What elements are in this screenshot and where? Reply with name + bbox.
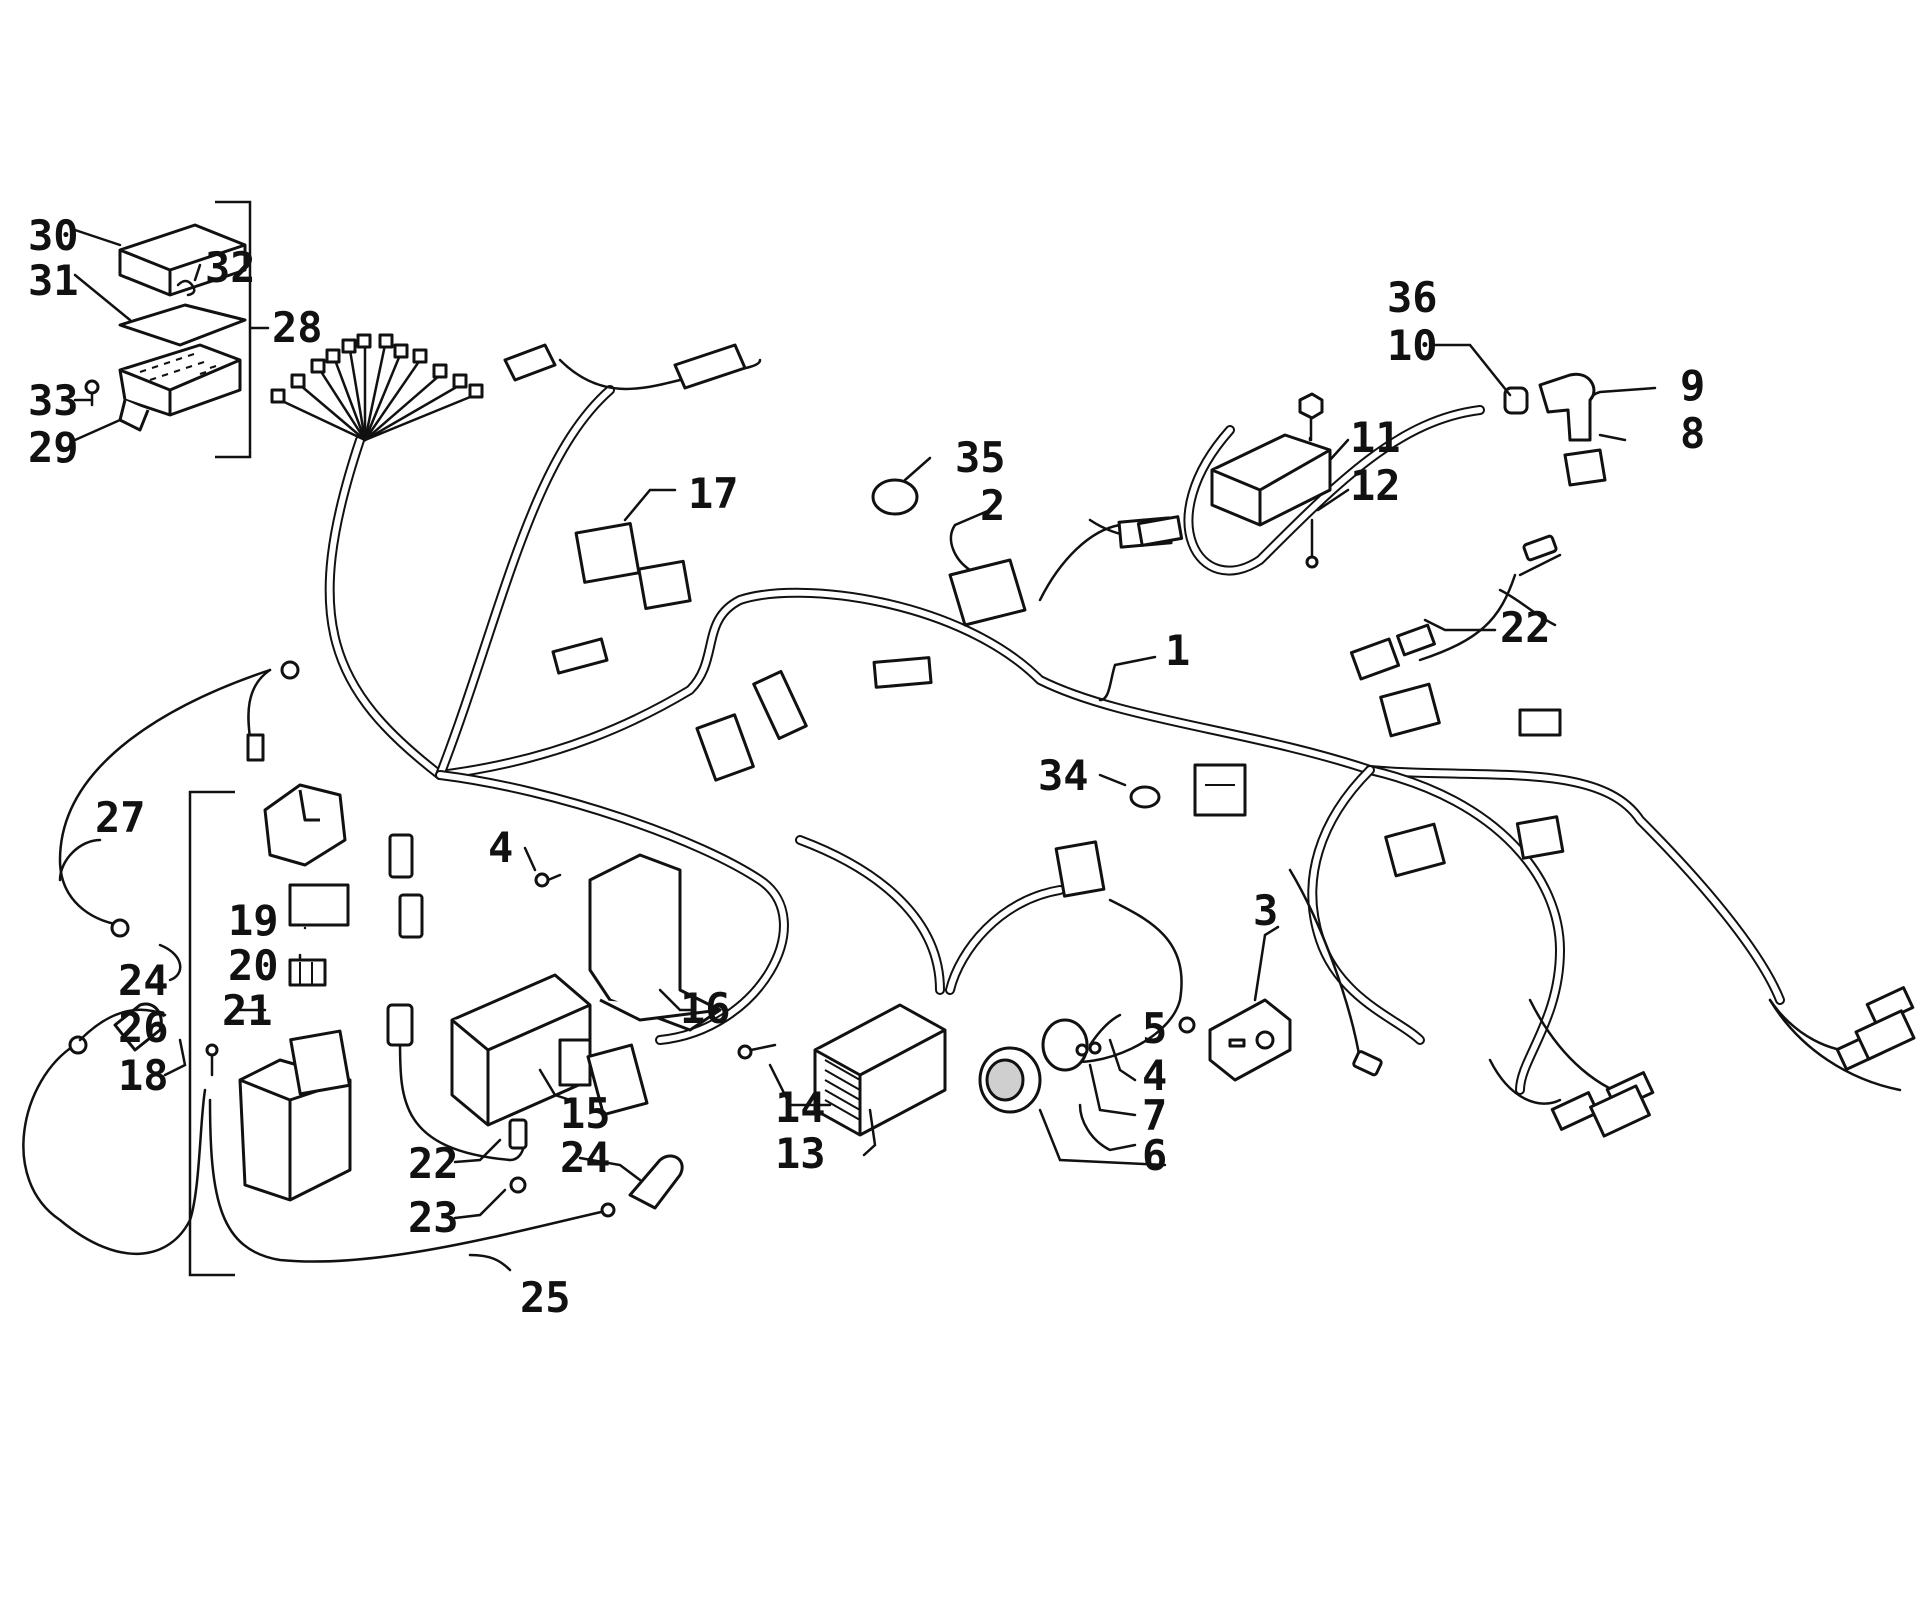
callout-28: 28 <box>272 303 323 352</box>
callout-24-lower: 24 <box>560 1133 611 1182</box>
fuse-block-assembly <box>84 200 270 459</box>
callout-23: 23 <box>408 1193 459 1242</box>
callout-17: 17 <box>688 469 739 518</box>
callout-20: 20 <box>228 941 279 990</box>
callout-1: 1 <box>1165 626 1190 675</box>
callout-3: 3 <box>1253 886 1278 935</box>
callout-5: 5 <box>1142 1004 1167 1053</box>
callout-22-right: 22 <box>1500 603 1551 652</box>
callout-14: 14 <box>775 1083 826 1132</box>
bracket-18 <box>188 790 235 1277</box>
callout-12: 12 <box>1350 461 1401 510</box>
callout-25: 25 <box>520 1273 571 1322</box>
callout-9: 9 <box>1680 361 1705 410</box>
callout-8: 8 <box>1680 409 1705 458</box>
callout-26: 26 <box>118 1003 169 1052</box>
callout-35: 35 <box>955 433 1006 482</box>
callout-labels: 1 2 3 4 4 5 6 7 8 9 10 11 12 13 14 15 16… <box>28 211 1705 1322</box>
components <box>68 343 1916 1218</box>
callout-27: 27 <box>95 793 146 842</box>
callout-6: 6 <box>1142 1131 1167 1180</box>
callout-7: 7 <box>1142 1091 1167 1140</box>
callout-4-upper: 4 <box>488 823 513 872</box>
callout-33: 33 <box>28 376 79 425</box>
callout-34: 34 <box>1038 751 1089 800</box>
callout-24-upper: 24 <box>118 956 169 1005</box>
callout-31: 31 <box>28 256 79 305</box>
callout-2: 2 <box>980 481 1005 530</box>
leader-lines <box>58 228 1657 1272</box>
callout-36: 36 <box>1387 273 1438 322</box>
callout-30: 30 <box>28 211 79 260</box>
callout-13: 13 <box>775 1129 826 1178</box>
callout-4-lower: 4 <box>1142 1051 1167 1100</box>
callout-11: 11 <box>1350 413 1401 462</box>
callout-18: 18 <box>118 1051 169 1100</box>
callout-32: 32 <box>205 243 256 292</box>
terminal-fan <box>270 333 484 442</box>
callout-15: 15 <box>560 1089 611 1138</box>
callout-29: 29 <box>28 423 79 472</box>
callout-21: 21 <box>222 986 273 1035</box>
callout-16: 16 <box>680 984 731 1033</box>
callout-10: 10 <box>1387 321 1438 370</box>
callout-22-left: 22 <box>408 1139 459 1188</box>
main-harness <box>324 385 1785 1095</box>
callout-19: 19 <box>228 896 279 945</box>
